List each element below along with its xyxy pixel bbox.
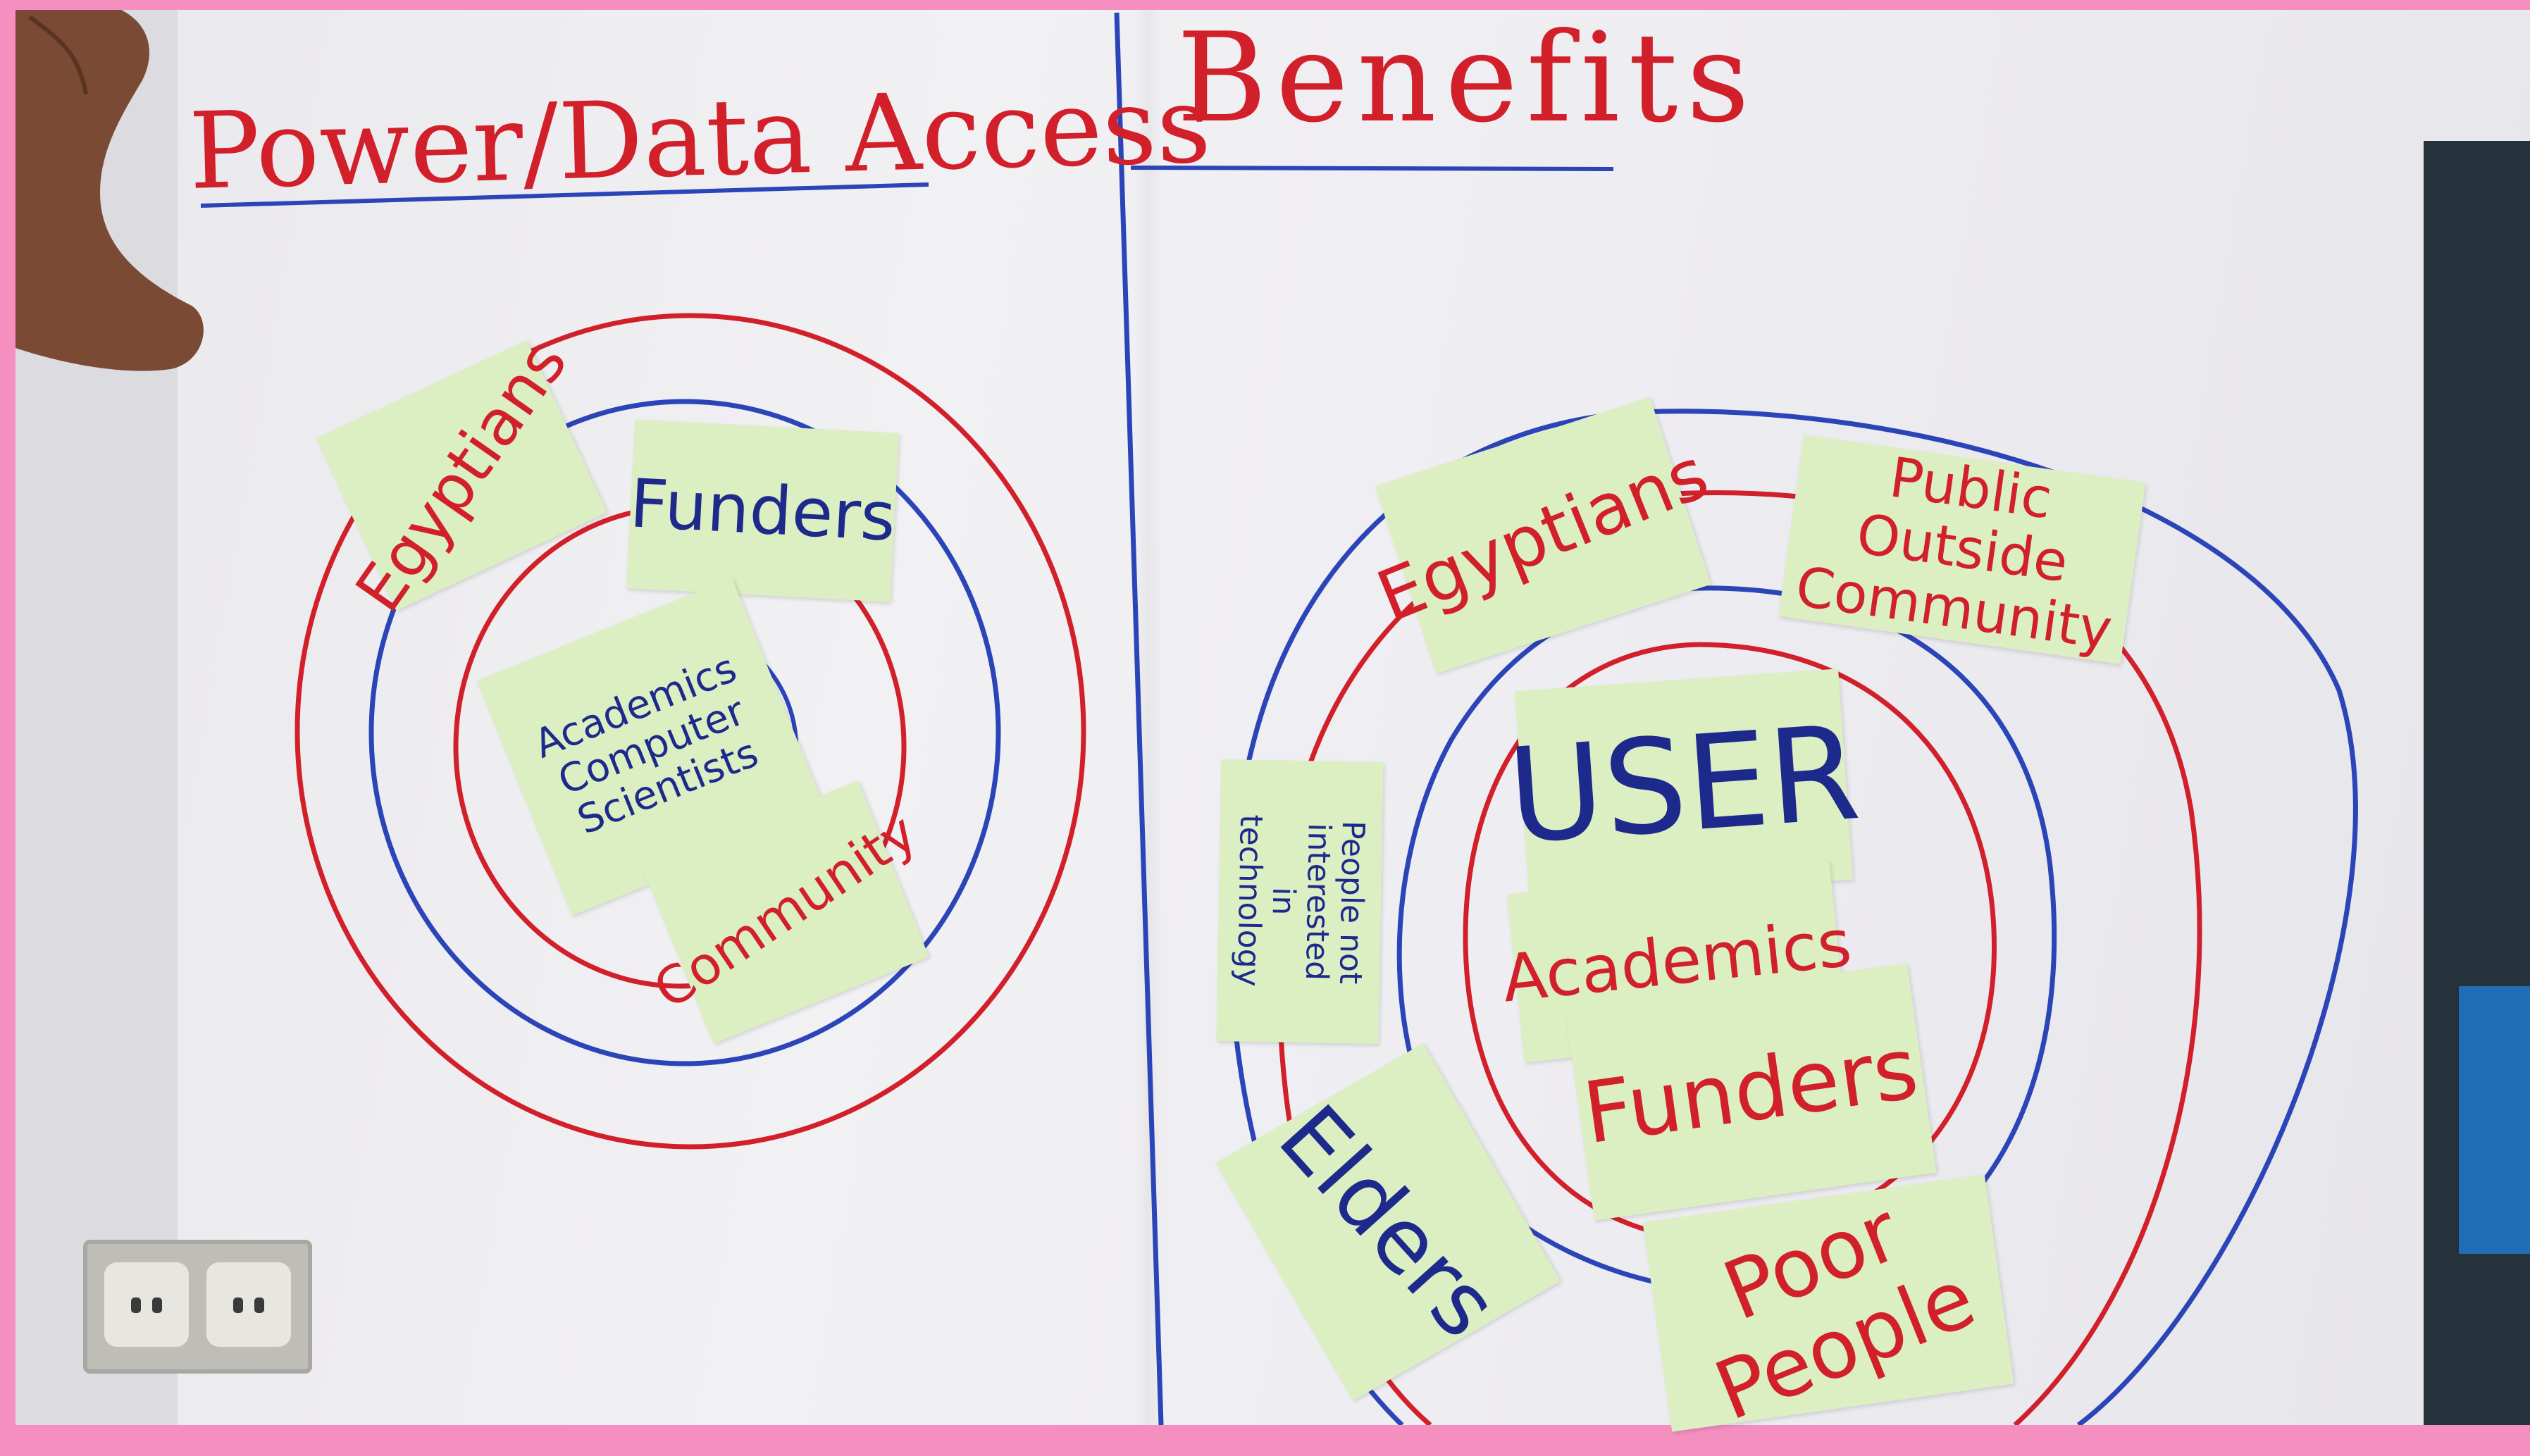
sticky-note-right-people-not-interested: People not interested in technology	[1216, 759, 1384, 1044]
note-text: Funders	[1577, 1019, 1924, 1164]
photo-scene: Power/Data Access Benefits Egyptians Fun…	[15, 7, 2530, 1438]
hand-icon	[15, 10, 204, 371]
blue-object	[2459, 986, 2530, 1254]
note-text: Funders	[628, 464, 898, 556]
note-text: USER	[1503, 697, 1865, 873]
left-outer-red-circle	[294, 313, 1086, 1150]
note-text: Academics Computer Scientists	[528, 645, 765, 844]
divider-line	[1114, 12, 1164, 1425]
right-section-heading: Benefits	[1177, 7, 1759, 150]
left-mid-blue-circle	[368, 399, 1001, 1066]
outlet-icon	[104, 1262, 189, 1347]
note-text: People not interested in technology	[1229, 814, 1371, 988]
outlet-icon	[206, 1262, 291, 1347]
wall-socket	[83, 1240, 312, 1374]
left-heading-underline	[200, 182, 929, 208]
right-heading-underline	[1130, 166, 1614, 171]
sticky-note-left-funders: Funders	[626, 419, 900, 602]
